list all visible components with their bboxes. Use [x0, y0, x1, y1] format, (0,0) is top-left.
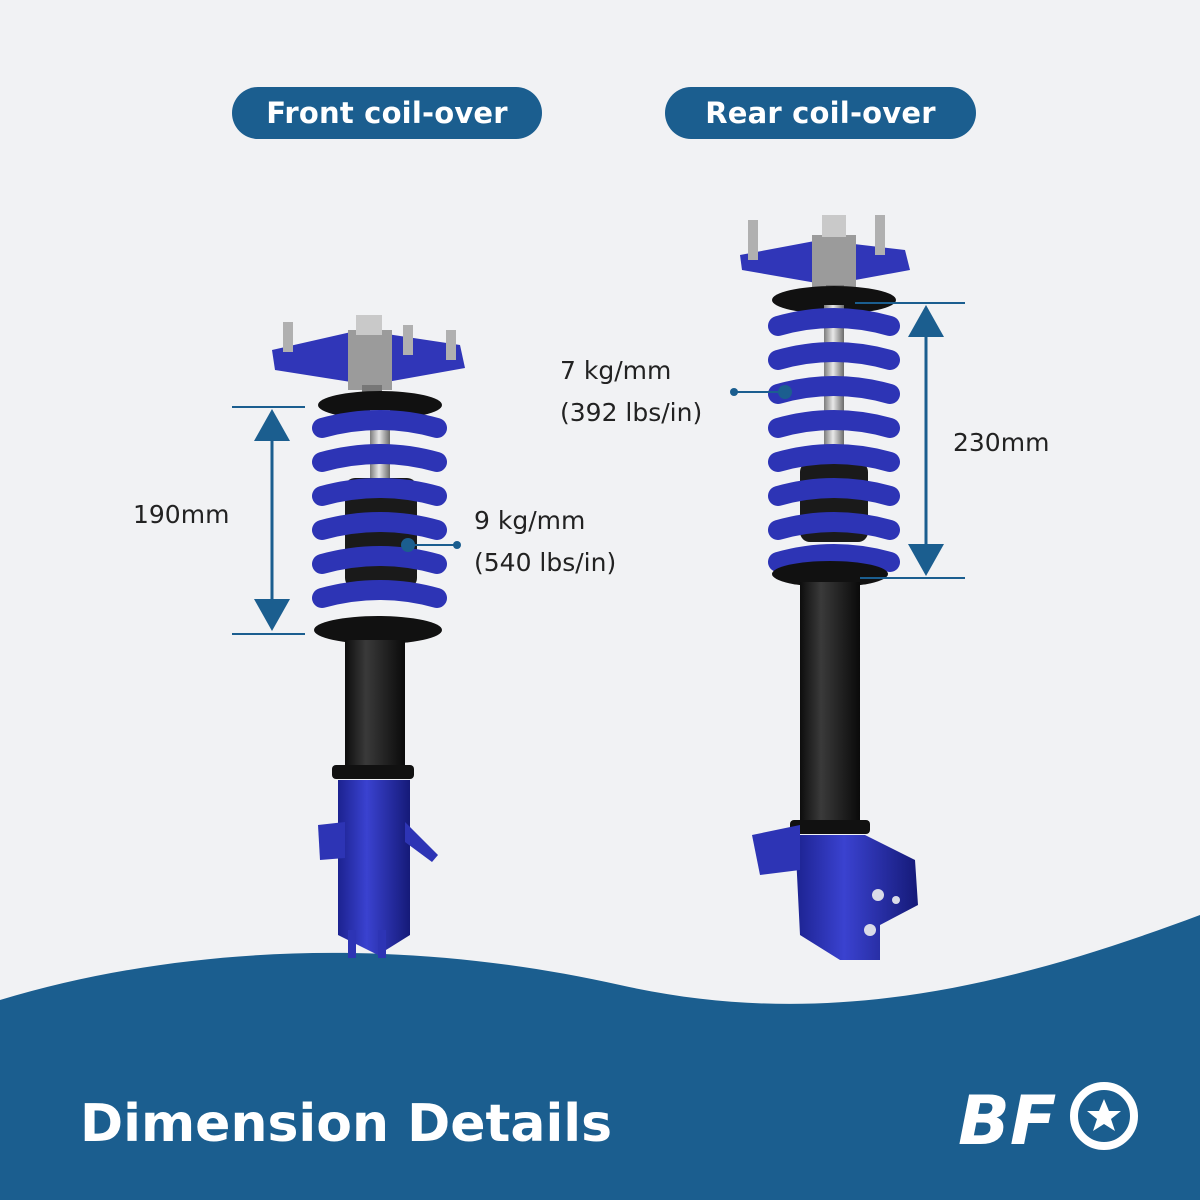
- front-spring-rate-imperial: (540 lbs/in): [474, 548, 617, 577]
- front-coilover: [272, 315, 465, 958]
- front-spring-length: 190mm: [133, 500, 230, 529]
- footer-title: Dimension Details: [80, 1094, 613, 1154]
- front-spring-rate-metric: 9 kg/mm: [474, 506, 586, 535]
- brand-logo: BF: [958, 1082, 1138, 1158]
- rear-spring-rate-imperial: (392 lbs/in): [560, 398, 703, 427]
- front-spring-rate: 9 kg/mm (540 lbs/in): [474, 500, 616, 584]
- brand-logo-text: BF: [958, 1082, 1056, 1158]
- front-coilover-title: Front coil-over: [232, 87, 542, 139]
- footer-wave: [0, 915, 1200, 1200]
- rear-spring-length: 230mm: [953, 428, 1050, 457]
- rear-coilover-title: Rear coil-over: [665, 87, 976, 139]
- rear-spring-rate: 7 kg/mm (392 lbs/in): [560, 350, 702, 434]
- star-circle-icon: [1070, 1082, 1138, 1150]
- front-rate-pointer: [401, 538, 461, 552]
- rear-rate-pointer: [730, 385, 792, 399]
- rear-dimension-arrow: [855, 302, 965, 579]
- rear-coilover: [740, 215, 918, 960]
- rear-spring-rate-metric: 7 kg/mm: [560, 356, 672, 385]
- front-dimension-arrow: [232, 406, 305, 635]
